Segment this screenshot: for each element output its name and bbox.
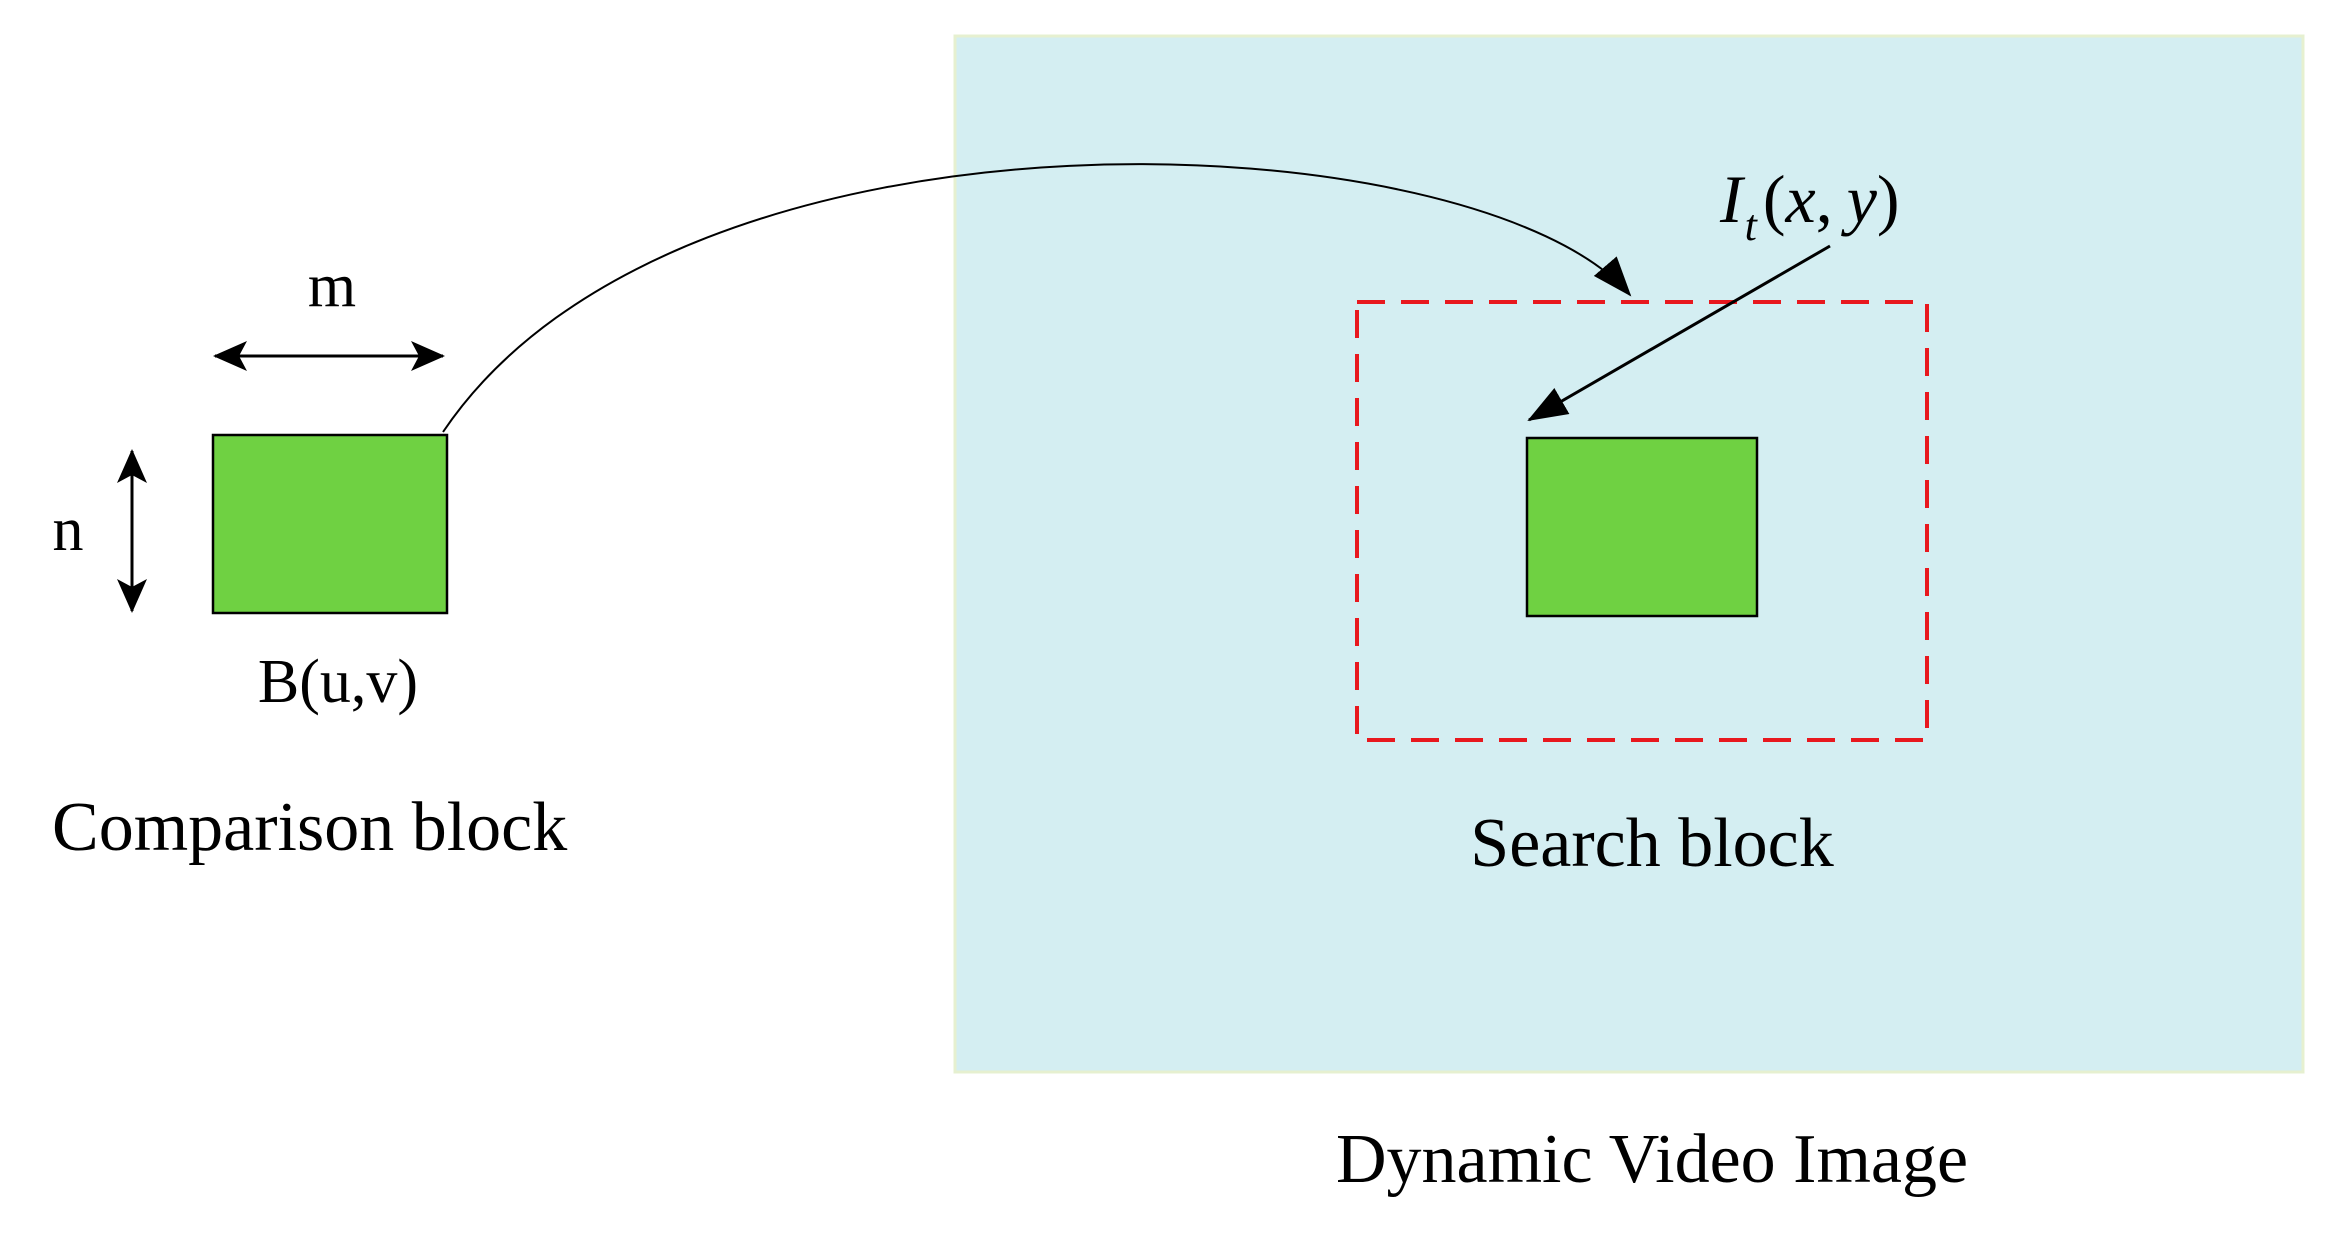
intensity-comma: ,	[1816, 161, 1833, 237]
target-block	[1525, 436, 1759, 618]
image-caption: Dynamic Video Image	[1336, 1121, 1968, 1198]
search-block-caption: Search block	[1470, 805, 1833, 882]
block-label-buv: B(u,v)	[258, 648, 418, 716]
comparison-block	[211, 433, 449, 615]
intensity-base: I	[1719, 161, 1746, 237]
intensity-pointer-arrow	[1527, 244, 1831, 422]
comparison-block-caption: Comparison block	[52, 789, 567, 866]
search-block	[1355, 300, 1929, 742]
intensity-formula-label: It(x,y)	[1719, 161, 1900, 250]
mapping-curve-arrow	[442, 163, 1632, 433]
intensity-y: y	[1841, 161, 1878, 237]
intensity-open-paren: (	[1763, 161, 1786, 237]
intensity-subscript: t	[1745, 201, 1759, 250]
intensity-close-paren: )	[1877, 161, 1900, 237]
intensity-x: x	[1785, 161, 1816, 237]
width-label-m: m	[308, 252, 356, 320]
height-label-n: n	[53, 496, 84, 564]
